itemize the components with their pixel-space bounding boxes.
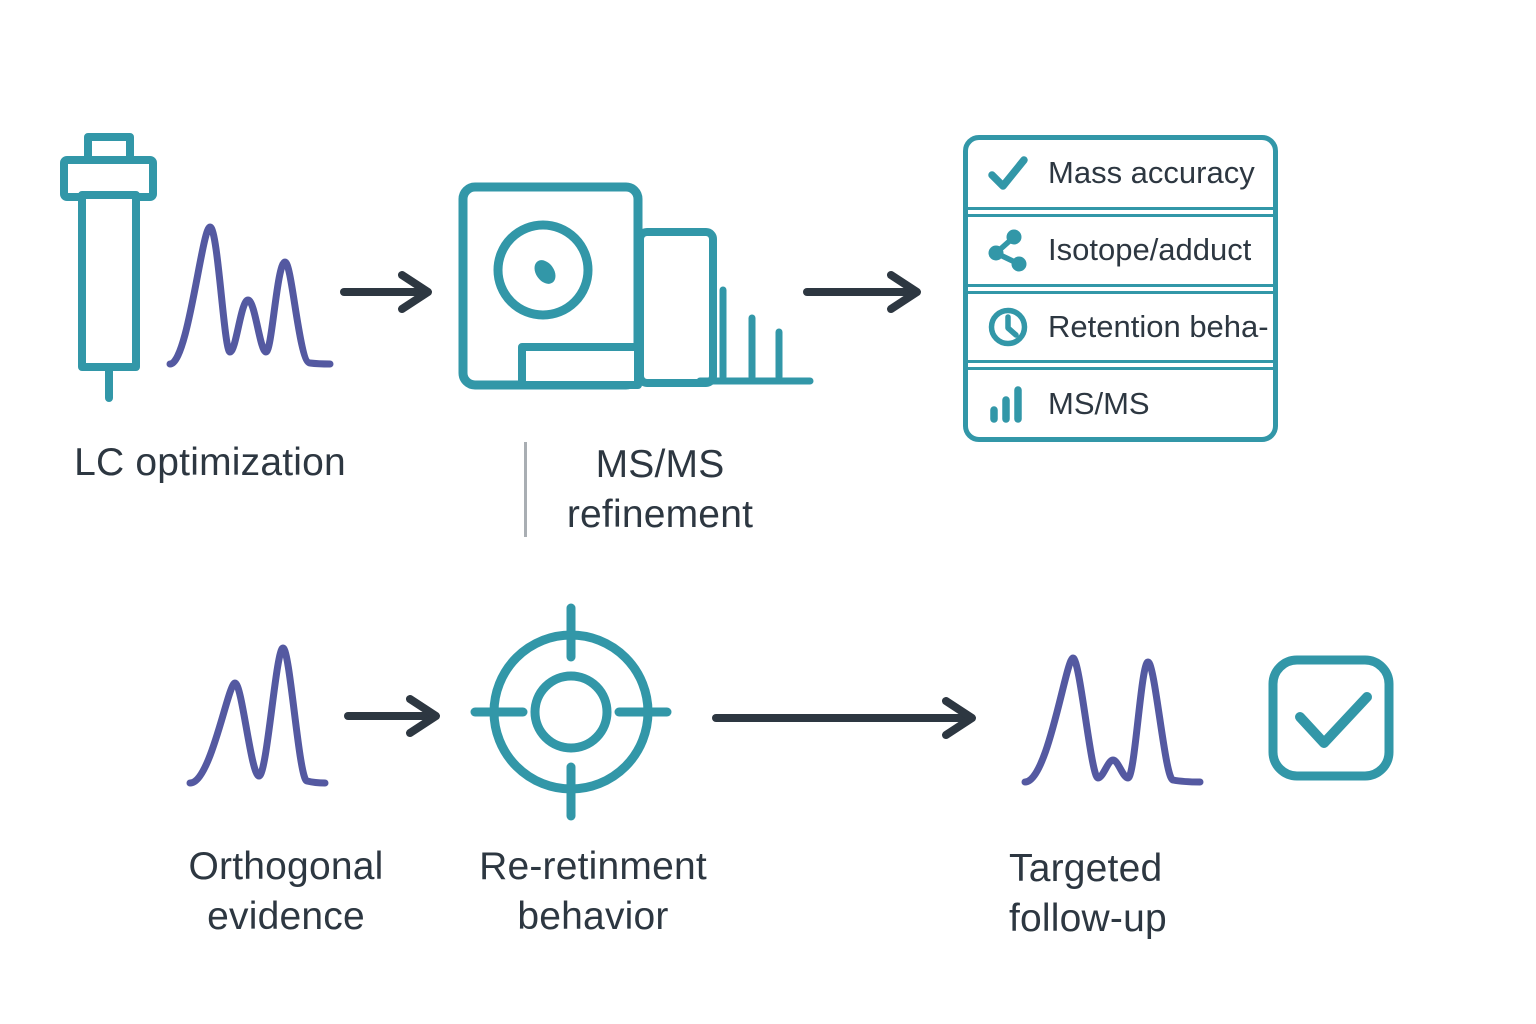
- label-line: Orthogonal: [188, 845, 384, 888]
- label-line: Targeted: [1009, 847, 1163, 890]
- step-label-lc-optimization: LC optimization: [74, 441, 346, 484]
- check-icon: [985, 150, 1031, 196]
- step-label-targeted-follow-up: Targeted follow-up: [1009, 844, 1309, 944]
- lc-column-icon: [60, 133, 157, 402]
- checklist-item-label: Mass accuracy: [1048, 155, 1255, 191]
- checklist-divider: [968, 206, 1273, 217]
- checklist-divider: [968, 360, 1273, 371]
- clock-icon: [985, 304, 1031, 350]
- step-label-re-retinment-behavior: Re-retinment behavior: [420, 842, 766, 942]
- label-line: Re-retinment: [479, 845, 707, 888]
- vertical-divider: [524, 442, 527, 537]
- checklist-item: MS/MS: [968, 370, 1273, 437]
- checkbox-checked-icon: [1268, 655, 1394, 781]
- label-line: MS/MS: [595, 443, 725, 486]
- label-line: evidence: [207, 895, 365, 938]
- checklist-item-label: MS/MS: [1048, 385, 1150, 421]
- checklist-item: Isotope/adduct: [968, 217, 1273, 284]
- checklist-item: Mass accuracy: [968, 140, 1273, 207]
- arrow-right-icon: [340, 271, 432, 313]
- arrow-right-icon: [344, 695, 440, 737]
- label-line: refinement: [566, 493, 754, 536]
- arrow-right-icon: [712, 697, 976, 739]
- mass-spectrometer-icon: [458, 182, 814, 390]
- checklist-divider: [968, 283, 1273, 294]
- share-nodes-icon: [985, 227, 1031, 273]
- checklist-item-label: Isotope/adduct: [1048, 232, 1252, 268]
- label-line: follow-up: [1009, 897, 1167, 940]
- verification-checklist: Mass accuracy Isotope/adduct Retention b…: [963, 135, 1278, 442]
- chromatogram-two-peaks-icon: [186, 644, 329, 787]
- arrow-right-icon: [803, 271, 921, 313]
- chromatogram-three-peaks-icon: [166, 223, 334, 368]
- step-label-orthogonal-evidence: Orthogonal evidence: [136, 842, 436, 942]
- checklist-item-label: Retention beha-: [1048, 308, 1269, 344]
- label-line: behavior: [517, 895, 669, 938]
- chromatogram-resolved-peaks-icon: [1021, 654, 1204, 786]
- step-label-msms-refinement: MS/MS refinement: [530, 440, 790, 540]
- target-crosshair-icon: [470, 603, 672, 821]
- checklist-item: Retention beha-: [968, 294, 1273, 361]
- mass-spectrum-icon: [696, 286, 814, 385]
- bar-chart-icon: [985, 381, 1031, 427]
